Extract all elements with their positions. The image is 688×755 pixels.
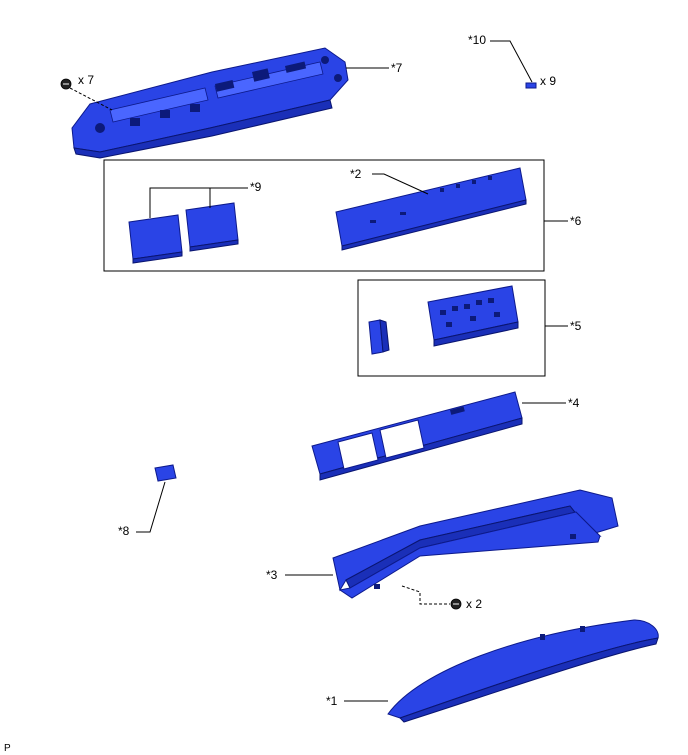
label-1: *1: [326, 694, 338, 708]
part-3-bezel: [332, 489, 619, 599]
label-2: *2: [350, 167, 362, 181]
screw-7-leader: [69, 87, 113, 111]
part-9-display-right: [185, 202, 239, 252]
part-5-module: [427, 285, 519, 347]
quantity-clip: x 9: [540, 74, 556, 88]
leader-2: [372, 173, 429, 195]
leader-10: [490, 40, 533, 83]
quantity-screw-bottom: x 2: [466, 597, 482, 611]
part-7-rear-case: [71, 47, 349, 159]
group-5-box: [357, 279, 546, 377]
part-4-panel: [311, 391, 523, 481]
diagram-code: P: [4, 743, 11, 754]
part-5-connector-small: [368, 319, 390, 355]
label-8: *8: [118, 524, 130, 538]
label-7: *7: [391, 61, 403, 75]
screw-icon: [450, 598, 462, 610]
group-6-box: [103, 159, 545, 272]
screw-2-leader: [401, 585, 450, 605]
leader-9: [149, 187, 248, 218]
label-3: *3: [266, 568, 278, 582]
label-10: *10: [468, 33, 486, 47]
label-4: *4: [568, 396, 580, 410]
label-9: *9: [250, 180, 262, 194]
label-5: *5: [570, 319, 582, 333]
screw-icon: [60, 78, 72, 90]
part-8-small: [154, 464, 177, 482]
part-9-display-left: [128, 214, 183, 264]
leader-8: [136, 481, 166, 533]
part-10-clip: [525, 82, 537, 89]
label-6: *6: [570, 214, 582, 228]
part-2-circuit-board: [335, 167, 527, 251]
part-1-lower-cover: [387, 619, 659, 723]
quantity-screw-top: x 7: [78, 73, 94, 87]
